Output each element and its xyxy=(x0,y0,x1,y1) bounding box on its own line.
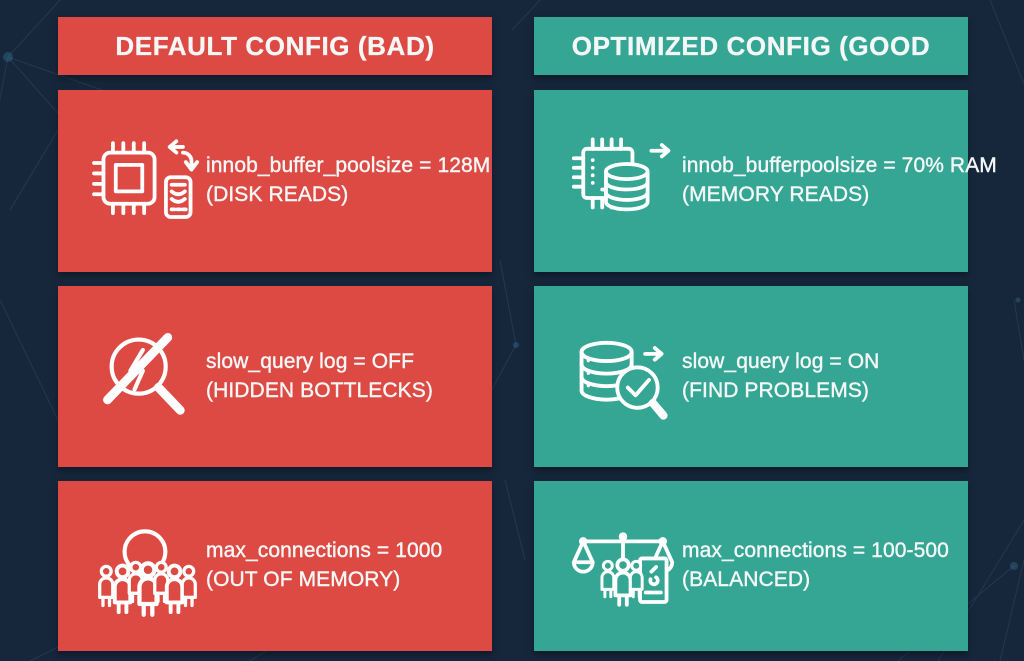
setting-value: slow_query log = OFF xyxy=(206,349,415,373)
cpu-memory-db-icon xyxy=(570,129,676,233)
setting-consequence: (OUT OF MEMORY) xyxy=(206,568,401,591)
setting-value: innob_bufferpoolsize = 70% RAM xyxy=(682,154,997,178)
card-slow-query-bad: slow_query log = OFF (HIDDEN BOTTLECKS) xyxy=(58,286,492,467)
card-slow-query-good: slow_query log = ON (FIND PROBLEMS) xyxy=(534,286,968,467)
card-text-max-connections-bad: max_connections = 1000 (OUT OF MEMORY) xyxy=(206,537,443,595)
setting-consequence: (HIDDEN BOTTLECKS) xyxy=(206,378,433,402)
good-config-header: OPTIMIZED CONFIG (GOOD xyxy=(534,17,968,75)
card-max-connections-good: max_connections = 100-500 (BALANCED) xyxy=(534,481,968,651)
card-text-max-connections-good: max_connections = 100-500 (BALANCED) xyxy=(682,537,949,595)
query-log-check-icon xyxy=(570,325,676,429)
cpu-disk-sync-icon xyxy=(92,129,200,233)
setting-value: slow_query log = ON xyxy=(682,349,880,373)
setting-consequence: (BALANCED) xyxy=(682,568,811,591)
balance-scale-icon xyxy=(570,514,676,618)
setting-consequence: (DISK READS) xyxy=(206,183,349,206)
column-default-config: DEFAULT CONFIG (BAD) xyxy=(58,17,492,651)
card-text-buffer-pool-bad: innob_buffer_poolsize = 128M (DISK READS… xyxy=(206,152,491,210)
column-optimized-config: OPTIMIZED CONFIG (GOOD xyxy=(534,17,997,651)
setting-consequence: (MEMORY READS) xyxy=(682,183,870,206)
bad-config-header: DEFAULT CONFIG (BAD) xyxy=(58,17,492,75)
crowd-connections-icon xyxy=(94,514,200,618)
setting-value: max_connections = 1000 xyxy=(206,539,443,563)
card-text-slow-query-good: slow_query log = ON (FIND PROBLEMS) xyxy=(682,348,880,406)
card-buffer-pool-good: innob_bufferpoolsize = 70% RAM (MEMORY R… xyxy=(534,90,997,272)
setting-value: innob_buffer_poolsize = 128M xyxy=(206,154,491,178)
card-max-connections-bad: max_connections = 1000 (OUT OF MEMORY) xyxy=(58,481,492,651)
card-text-buffer-pool-good: innob_bufferpoolsize = 70% RAM (MEMORY R… xyxy=(682,152,997,210)
setting-consequence: (FIND PROBLEMS) xyxy=(682,378,870,402)
card-buffer-pool-bad: innob_buffer_poolsize = 128M (DISK READS… xyxy=(58,90,492,272)
setting-value: max_connections = 100-500 xyxy=(682,539,949,563)
slow-query-off-icon xyxy=(94,325,200,429)
card-text-slow-query-bad: slow_query log = OFF (HIDDEN BOTTLECKS) xyxy=(206,348,433,406)
comparison-grid: DEFAULT CONFIG (BAD) xyxy=(58,17,997,651)
